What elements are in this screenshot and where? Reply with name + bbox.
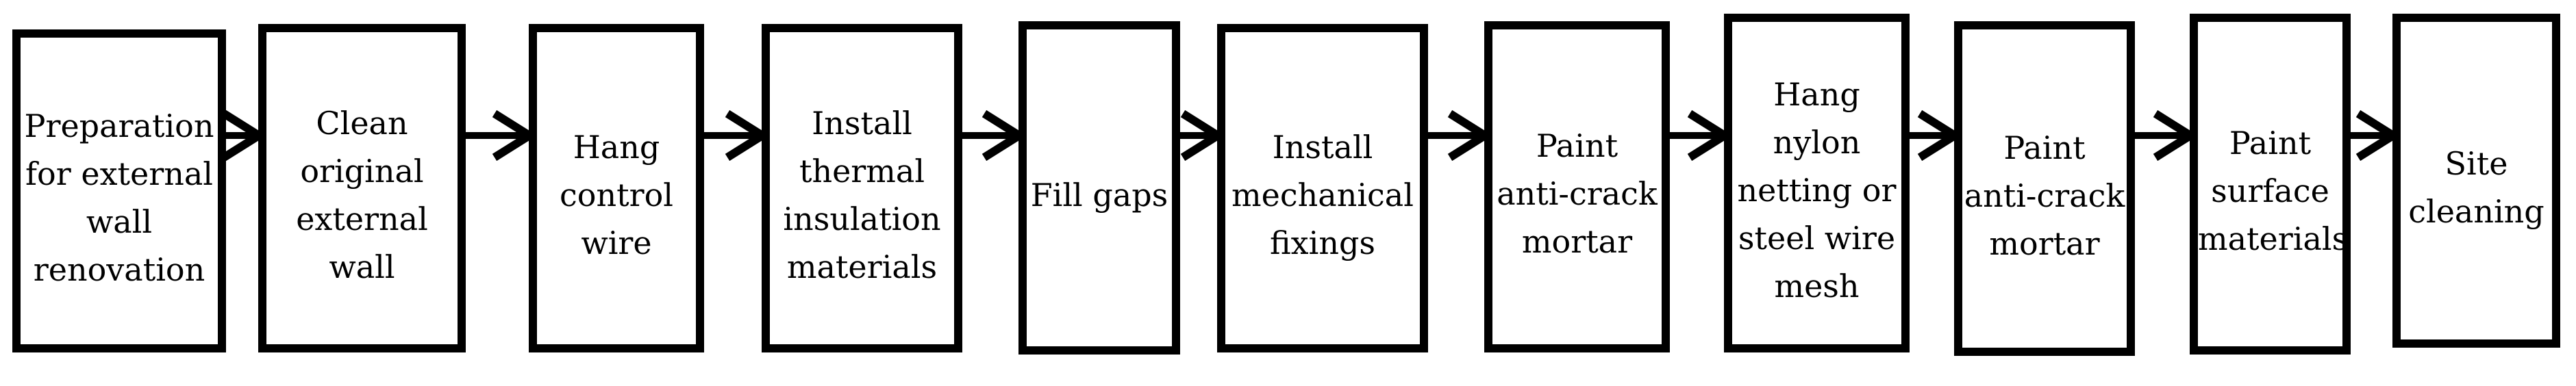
- step-label: Hang control wire: [560, 129, 673, 261]
- step-paint-surface-materials: Paint surface materials: [2190, 14, 2351, 355]
- step-install-mechanical-fixings: Install mechanical fixings: [1217, 24, 1428, 352]
- step-paint-anti-crack-mortar-1: Paint anti-crack mortar: [1484, 21, 1670, 352]
- step-label: Fill gaps: [1030, 176, 1168, 214]
- step-install-thermal-insulation: Install thermal insulation materials: [762, 24, 962, 352]
- step-label: Site cleaning: [2408, 145, 2544, 230]
- step-fill-gaps: Fill gaps: [1018, 21, 1180, 355]
- step-preparation: Preparation for external wall renovation: [12, 29, 226, 352]
- right-arrow-icon: [2345, 108, 2398, 163]
- right-arrow-icon: [2129, 108, 2195, 163]
- right-arrow-icon: [1423, 108, 1490, 163]
- step-clean-original-wall: Clean original external wall: [258, 24, 466, 352]
- step-label: Clean original external wall: [296, 105, 428, 285]
- right-arrow-icon: [221, 108, 264, 163]
- step-label: Paint surface materials: [2198, 125, 2349, 257]
- right-arrow-icon: [1664, 108, 1729, 163]
- step-label: Install mechanical fixings: [1231, 129, 1414, 261]
- right-arrow-icon: [460, 108, 534, 163]
- step-label: Preparation for external wall renovation: [24, 107, 214, 288]
- step-label: Paint anti-crack mortar: [1497, 127, 1658, 260]
- step-paint-anti-crack-mortar-2: Paint anti-crack mortar: [1954, 21, 2135, 356]
- right-arrow-icon: [957, 108, 1024, 163]
- step-hang-netting-or-mesh: Hang nylon netting or steel wire mesh: [1724, 14, 1910, 352]
- right-arrow-icon: [1904, 108, 1960, 163]
- step-label: Hang nylon netting or steel wire mesh: [1737, 75, 1897, 305]
- step-label: Install thermal insulation materials: [783, 105, 941, 285]
- right-arrow-icon: [699, 108, 767, 163]
- step-site-cleaning: Site cleaning: [2392, 14, 2560, 348]
- right-arrow-icon: [1175, 108, 1223, 163]
- step-label: Paint anti-crack mortar: [1964, 129, 2125, 262]
- step-hang-control-wire: Hang control wire: [529, 24, 704, 352]
